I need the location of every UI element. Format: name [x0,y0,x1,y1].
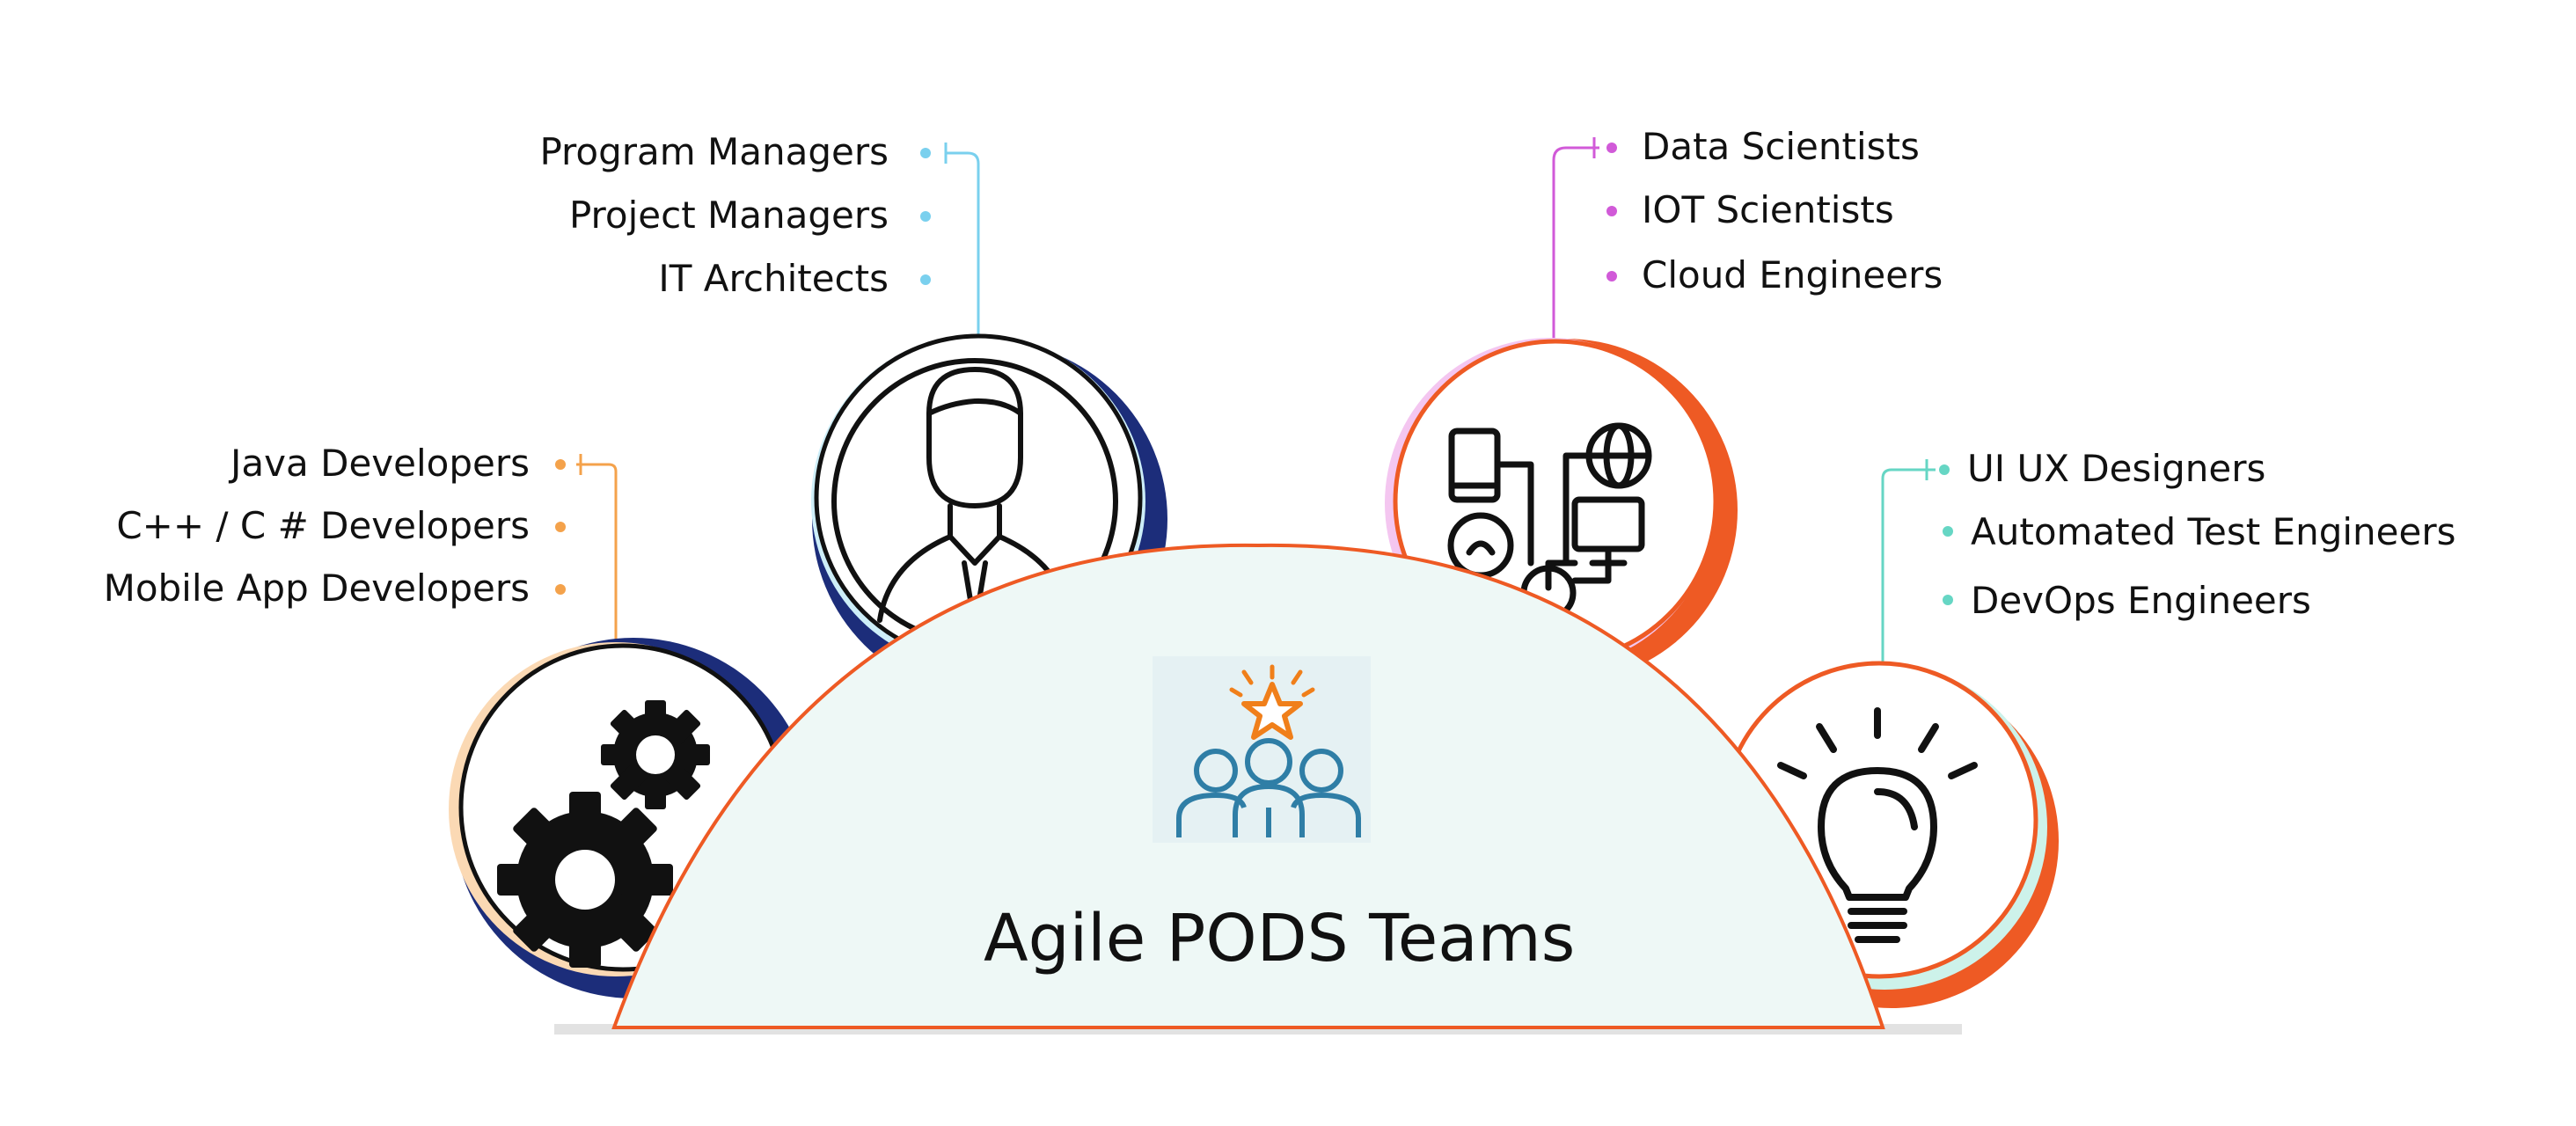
ui-connector [1881,468,1936,669]
iot-scientists-label: IOT Scientists [1642,188,1894,231]
project-managers-label: Project Managers [568,194,889,237]
java-developers-label: Java Developers [231,442,530,485]
star-icon [1241,682,1303,740]
ui-circle [1720,661,2059,1008]
automated-test-engineers-label: Automated Test Engineers [1971,510,2456,553]
connector-lines [576,137,1936,669]
team-icon [1153,656,1371,843]
java-connector [576,463,618,669]
mobile-app-developers-label: Mobile App Developers [103,567,530,610]
diagram-title: Agile PODS Teams [984,901,1576,976]
program-connector [946,151,980,354]
devops-engineers-label: DevOps Engineers [1971,579,2311,622]
bullets [555,143,1953,605]
data-scientists-label: Data Scientists [1642,125,1920,168]
data-connector [1552,146,1599,345]
ui-ux-designers-label: UI UX Designers [1967,447,2266,490]
gears-icon [497,700,710,968]
cloud-engineers-label: Cloud Engineers [1642,253,1943,296]
program-managers-label: Program Managers [539,130,889,173]
lightbulb-icon [1777,707,1978,943]
it-architects-label: IT Architects [658,257,889,300]
cpp-csharp-developers-label: C++ / C # Developers [116,504,530,547]
